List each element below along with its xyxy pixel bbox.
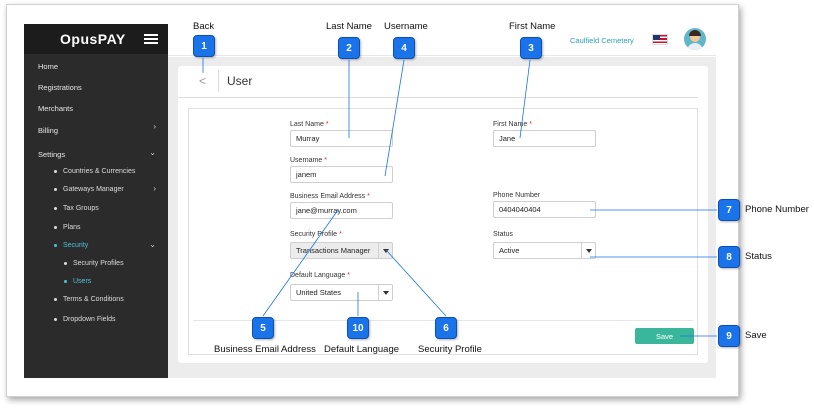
sidebar-item-home[interactable]: Home <box>38 62 59 71</box>
default-language-value: United States <box>296 288 342 297</box>
sidebar: OpusPAY Home Registrations Merchants Bil… <box>24 24 168 378</box>
callout-label-last-name: Last Name <box>326 21 372 32</box>
divider <box>178 97 698 98</box>
last-name-input[interactable]: Murray <box>290 130 393 147</box>
bullet-icon <box>54 187 57 191</box>
organization-name[interactable]: Caulfield Cemetery <box>570 36 634 45</box>
callout-label-phone: Phone Number <box>745 204 809 215</box>
sidebar-item-terms[interactable]: Terms & Conditions <box>54 296 124 303</box>
sidebar-item-countries[interactable]: Countries & Currencies <box>54 168 135 175</box>
callout-label-status: Status <box>745 251 772 262</box>
bullet-icon <box>54 206 57 210</box>
callout-label-email: Business Email Address <box>214 344 316 355</box>
bullet-icon <box>54 169 57 173</box>
phone-input[interactable]: 0404040404 <box>493 201 596 218</box>
dropdown-caret-icon <box>378 285 392 300</box>
back-chevron-icon[interactable]: < <box>199 74 207 88</box>
first-name-input[interactable]: Jane <box>493 130 596 147</box>
user-form <box>188 108 698 355</box>
sidebar-item-label: Tax Groups <box>63 205 99 212</box>
sidebar-item-label: Dropdown Fields <box>63 316 116 323</box>
sidebar-item-billing[interactable]: Billing <box>38 126 59 135</box>
user-avatar-icon[interactable] <box>684 28 706 50</box>
callout-label-save: Save <box>745 330 767 341</box>
page-title: User <box>227 74 253 88</box>
sidebar-item-tax-groups[interactable]: Tax Groups <box>54 205 99 212</box>
callout-label-back: Back <box>193 21 215 32</box>
bullet-icon <box>64 261 67 265</box>
sidebar-item-security[interactable]: Security <box>54 242 88 249</box>
callout-badge-save: 9 <box>718 325 740 347</box>
sidebar-item-label: Plans <box>63 224 81 231</box>
callout-badge-first-name: 3 <box>520 37 542 59</box>
sidebar-item-label: Users <box>73 278 92 285</box>
hamburger-icon[interactable] <box>144 34 158 44</box>
sidebar-item-label: Terms & Conditions <box>63 296 124 303</box>
chevron-right-icon: › <box>153 184 156 193</box>
callout-badge-last-name: 2 <box>338 37 360 59</box>
default-language-select[interactable]: United States <box>290 284 393 301</box>
sidebar-item-gateways[interactable]: Gateways Manager <box>54 186 124 193</box>
email-label: Business Email Address* <box>290 193 370 200</box>
dropdown-caret-icon <box>378 243 392 258</box>
sidebar-item-label: Countries & Currencies <box>63 168 136 175</box>
callout-badge-back: 1 <box>193 35 215 57</box>
callout-label-first-name: First Name <box>509 21 556 32</box>
sidebar-item-merchants[interactable]: Merchants <box>38 104 74 113</box>
sidebar-item-settings[interactable]: Settings <box>38 150 66 159</box>
default-language-label: Default Language* <box>290 272 351 279</box>
username-label: Username* <box>290 157 328 164</box>
save-button[interactable]: Save <box>635 328 694 344</box>
brand-logo: OpusPAY <box>24 24 168 54</box>
first-name-label: First Name* <box>493 121 532 128</box>
last-name-label: Last Name* <box>290 121 329 128</box>
chevron-down-icon: ⌄ <box>149 148 156 157</box>
sidebar-item-plans[interactable]: Plans <box>54 224 81 231</box>
top-bar <box>168 24 716 56</box>
sidebar-item-users[interactable]: Users <box>64 278 91 285</box>
status-select[interactable]: Active <box>493 242 596 259</box>
chevron-right-icon: › <box>153 122 156 131</box>
callout-badge-username: 4 <box>393 37 415 59</box>
callout-badge-security-profile: 6 <box>435 317 457 339</box>
bullet-icon <box>54 297 57 301</box>
callout-badge-default-language: 10 <box>347 317 369 339</box>
bullet-icon <box>54 243 57 247</box>
bullet-icon <box>64 279 67 283</box>
sidebar-item-label: Security Profiles <box>73 260 124 267</box>
sidebar-item-security-profiles[interactable]: Security Profiles <box>64 260 124 267</box>
callout-badge-phone: 7 <box>718 199 740 221</box>
callout-badge-status: 8 <box>718 246 740 268</box>
dropdown-caret-icon <box>581 243 595 258</box>
security-profile-label: Security Profile* <box>290 231 342 238</box>
sidebar-item-label: Security <box>63 242 89 249</box>
flag-us-icon[interactable] <box>652 34 668 45</box>
username-input[interactable]: janem <box>290 166 393 183</box>
bullet-icon <box>54 225 57 229</box>
bullet-icon <box>54 317 57 321</box>
sidebar-item-dropdown-fields[interactable]: Dropdown Fields <box>54 316 116 323</box>
status-value: Active <box>499 246 520 255</box>
chevron-down-icon: ⌄ <box>149 240 156 249</box>
sidebar-item-registrations[interactable]: Registrations <box>38 83 82 92</box>
email-input[interactable]: jane@murray.com <box>290 202 393 219</box>
callout-label-default-language: Default Language <box>324 344 400 355</box>
callout-label-username: Username <box>384 21 428 32</box>
divider <box>218 70 219 92</box>
callout-badge-email: 5 <box>252 317 274 339</box>
status-label: Status <box>493 231 513 238</box>
callout-label-security-profile: Security Profile <box>418 344 482 355</box>
security-profile-value: Transactions Manager <box>296 246 371 255</box>
sidebar-item-label: Gateways Manager <box>63 186 124 193</box>
security-profile-select[interactable]: Transactions Manager <box>290 242 393 259</box>
phone-label: Phone Number <box>493 192 541 199</box>
